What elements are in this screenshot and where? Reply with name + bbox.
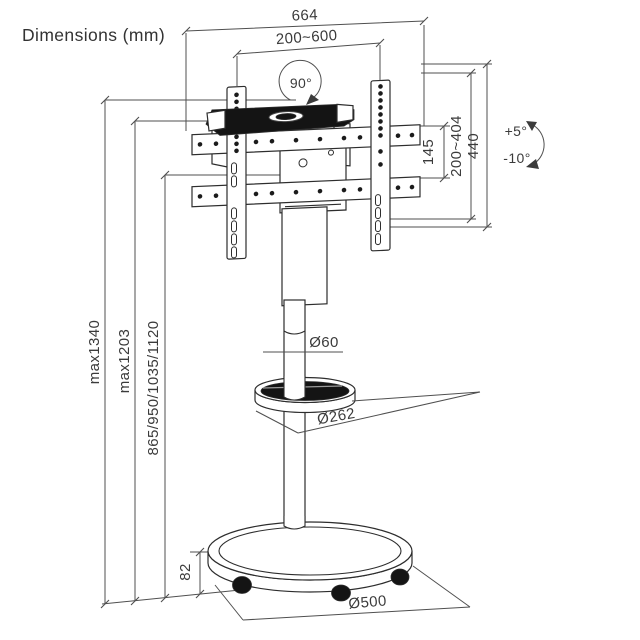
max-height-label: max1340 (86, 320, 103, 385)
base-diameter-label: Ø500 (348, 592, 388, 612)
pole (283, 299, 306, 530)
max-column-height-label: max1203 (116, 329, 133, 394)
caster-left (232, 576, 252, 594)
caster-right (390, 568, 410, 586)
pole-through-shelf (283, 376, 306, 401)
ground-line (101, 589, 241, 605)
vesa-width-label: 200~600 (275, 27, 338, 48)
pole-diameter-label: Ø60 (309, 334, 339, 351)
tilt-down-label: -10° (503, 150, 530, 166)
tilt-up-label: +5° (505, 123, 528, 139)
overall-width-label: 664 (291, 6, 318, 24)
vesa-rail-right (370, 79, 391, 252)
dim-overall-width (181, 16, 429, 131)
tilt-indicator (526, 121, 545, 169)
tray-endcap-left (206, 109, 226, 132)
crossbar-gap-label: 145 (420, 139, 437, 165)
base-height-label: 82 (177, 563, 194, 581)
dim-vesa-width (232, 38, 385, 86)
shelf (254, 376, 356, 414)
pole-through-base (283, 516, 306, 530)
swivel-label: 90° (290, 75, 312, 91)
height-settings-label: 865/950/1035/1120 (145, 321, 162, 456)
tray-endcap-right (336, 103, 354, 124)
lower-crossbar (191, 176, 421, 208)
shelf-diameter-label: Ø262 (316, 405, 357, 428)
media-tray (205, 103, 355, 136)
base (207, 516, 413, 602)
pivot-column (281, 206, 328, 307)
dim-base-diameter (214, 565, 471, 621)
bracket-height-label: 440 (465, 133, 482, 159)
vesa-height-label: 200~404 (448, 115, 465, 177)
tv-bracket (191, 79, 421, 307)
caster-middle (331, 584, 351, 602)
page-title: Dimensions (mm) (22, 25, 165, 45)
dim-shelf-diameter (255, 391, 481, 434)
dim-bracket-height (390, 59, 492, 232)
swivel-indicator (278, 59, 322, 105)
dim-vesa-height (390, 68, 476, 224)
